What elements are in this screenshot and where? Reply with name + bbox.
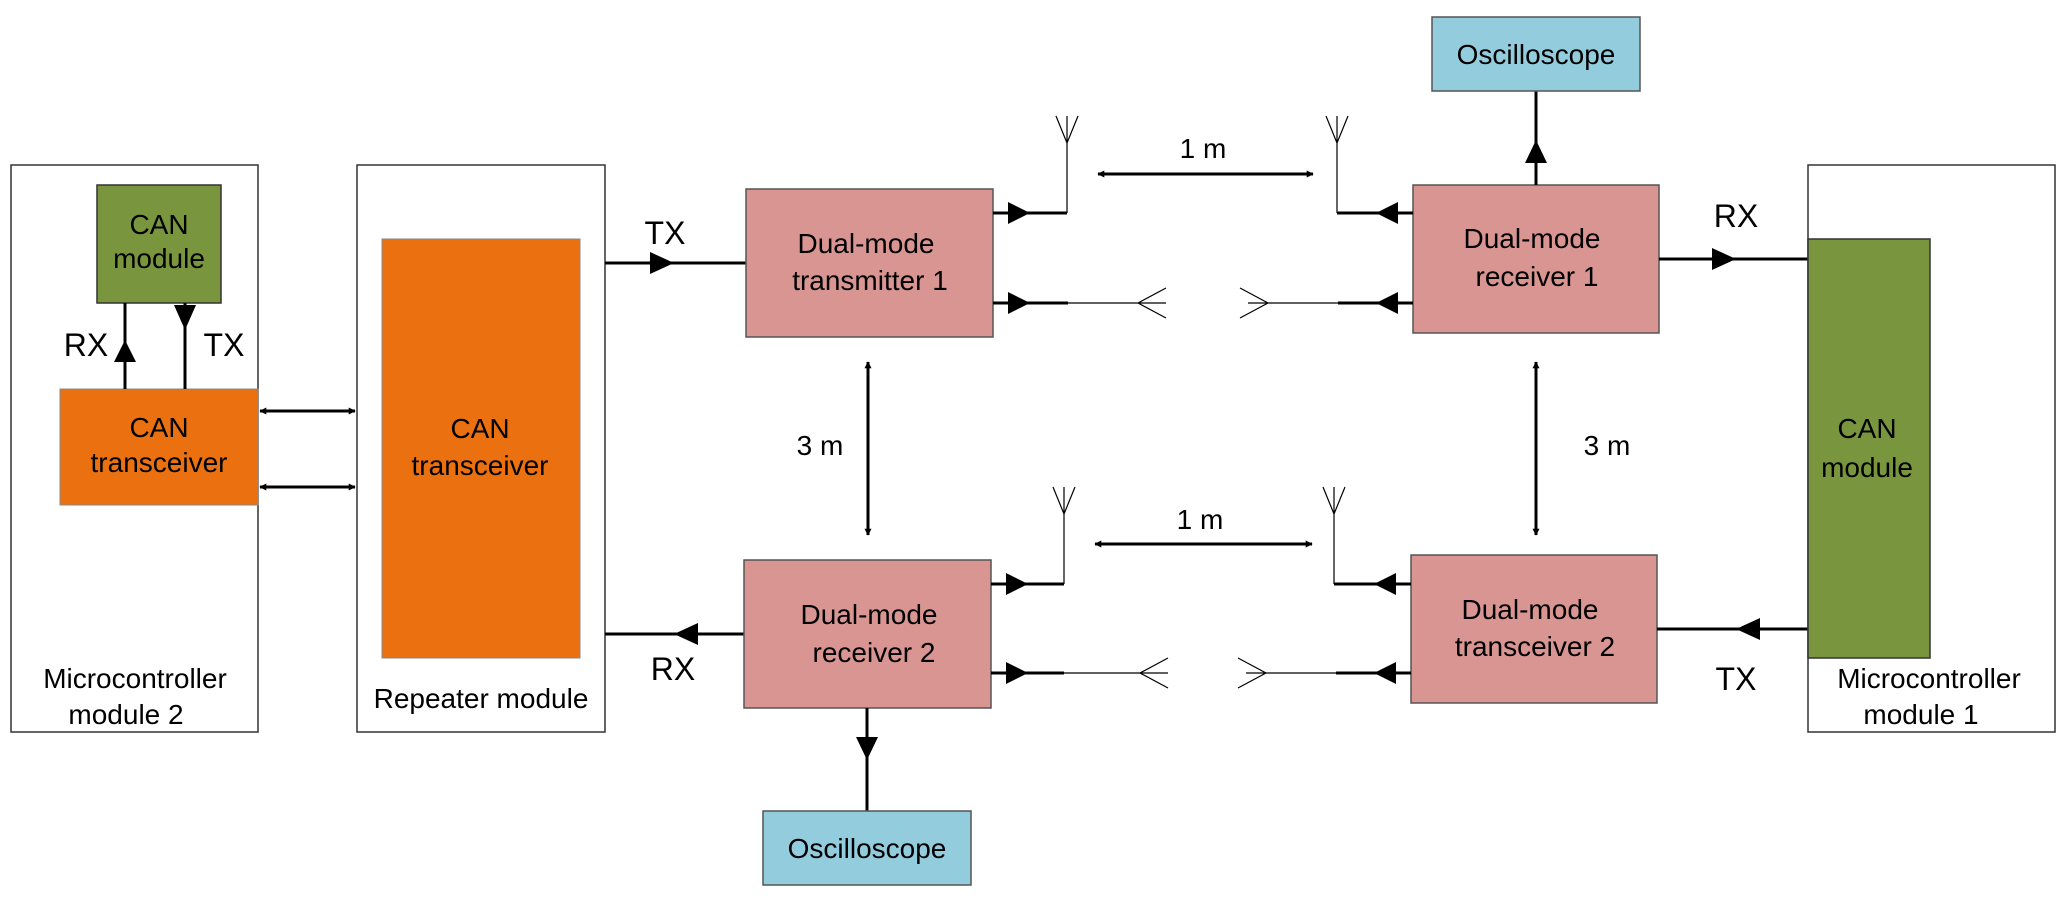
- oscilloscope-top-box: [1431, 16, 1641, 92]
- microcontroller-module-1: CAN module Microcontroller module 1: [1807, 164, 2056, 733]
- repeater-module: CAN transceiver Repeater module: [356, 164, 606, 733]
- repeater-label: Repeater module: [374, 683, 589, 714]
- oscilloscope-bottom-label: Oscilloscope: [788, 833, 947, 864]
- micro1-can-module-line2: module: [1821, 452, 1913, 483]
- micro1-rx-label: RX: [1714, 198, 1758, 234]
- micro1-label-line1: Microcontroller: [1837, 663, 2021, 694]
- distance-right: 3 m: [1532, 361, 1631, 536]
- receiver1-optical-detector-icon: [1239, 287, 1338, 319]
- repeater-rx-label: RX: [651, 651, 695, 687]
- micro2-tx-label: TX: [204, 327, 245, 363]
- dual-mode-receiver-2: Dual-mode receiver 2: [743, 486, 1169, 811]
- micro1-tx-label: TX: [1716, 661, 1757, 697]
- micro2-can-module-line2: module: [113, 243, 205, 274]
- repeater-can-transceiver-line1: CAN: [450, 413, 509, 444]
- micro1-label-line2: module 1: [1863, 699, 1978, 730]
- oscilloscope-top-label: Oscilloscope: [1457, 39, 1616, 70]
- transceiver2-optical-icon: [1237, 657, 1336, 689]
- micro2-label-line2: module 2: [68, 699, 183, 730]
- distance-top: 1 m: [1097, 133, 1314, 178]
- transmitter1-box: [745, 188, 994, 338]
- micro2-can-transceiver-line1: CAN: [129, 412, 188, 443]
- transceiver2-line2: transceiver 2: [1455, 631, 1615, 662]
- receiver2-box: [743, 559, 992, 709]
- dual-mode-transceiver-2: Dual-mode transceiver 2 TX: [1237, 486, 1808, 704]
- distance-bottom: 1 m: [1094, 504, 1313, 548]
- distance-left: 3 m: [797, 361, 872, 536]
- receiver1-line2: receiver 1: [1476, 261, 1599, 292]
- distance-left-label: 3 m: [797, 430, 844, 461]
- repeater-tx-label: TX: [645, 215, 686, 251]
- micro2-can-transceiver: [59, 388, 259, 506]
- micro2-repeater-links: [259, 407, 356, 491]
- distance-top-label: 1 m: [1180, 133, 1227, 164]
- transmitter1-line2: transmitter 1: [792, 265, 948, 296]
- oscilloscope-bottom-box: [762, 810, 972, 886]
- transmitter1-optical-emitter-icon: [1068, 287, 1167, 319]
- micro2-rx-label: RX: [64, 327, 108, 363]
- repeater-can-transceiver-line2: transceiver: [412, 450, 549, 481]
- micro2-can-module-line1: CAN: [129, 209, 188, 240]
- micro1-can-module: [1807, 238, 1931, 659]
- dual-mode-receiver-1: Dual-mode receiver 1 RX: [1239, 91, 1808, 334]
- receiver1-antenna-icon: [1325, 115, 1349, 213]
- microcontroller-module-2: CAN module CAN transceiver RX TX Microco…: [10, 164, 259, 733]
- receiver2-line1: Dual-mode: [801, 599, 938, 630]
- receiver1-box: [1412, 184, 1660, 334]
- dual-mode-transmitter-1: Dual-mode transmitter 1: [745, 115, 1167, 338]
- receiver2-antenna-icon: [1052, 486, 1076, 584]
- receiver1-line1: Dual-mode: [1464, 223, 1601, 254]
- transceiver2-antenna-icon: [1322, 486, 1346, 584]
- receiver2-optical-icon: [1064, 657, 1169, 689]
- distance-right-label: 3 m: [1584, 430, 1631, 461]
- micro2-can-module: [96, 184, 222, 304]
- repeater-can-transceiver: [381, 238, 581, 659]
- micro2-can-transceiver-line2: transceiver: [91, 447, 228, 478]
- repeater-rx-link: RX: [605, 623, 744, 687]
- transmitter1-line1: Dual-mode: [798, 228, 935, 259]
- receiver2-line2: receiver 2: [813, 637, 936, 668]
- micro2-label-line1: Microcontroller: [43, 663, 227, 694]
- transceiver2-line1: Dual-mode: [1462, 594, 1599, 625]
- micro1-can-module-line1: CAN: [1837, 413, 1896, 444]
- micro2-tx-arrowhead: [174, 305, 196, 330]
- repeater-tx-link: TX: [605, 215, 746, 274]
- distance-bottom-label: 1 m: [1177, 504, 1224, 535]
- oscilloscope-bottom: Oscilloscope: [762, 810, 972, 886]
- transmitter1-antenna-icon: [1055, 115, 1079, 213]
- oscilloscope-top: Oscilloscope: [1431, 16, 1641, 92]
- transceiver2-box: [1410, 554, 1658, 704]
